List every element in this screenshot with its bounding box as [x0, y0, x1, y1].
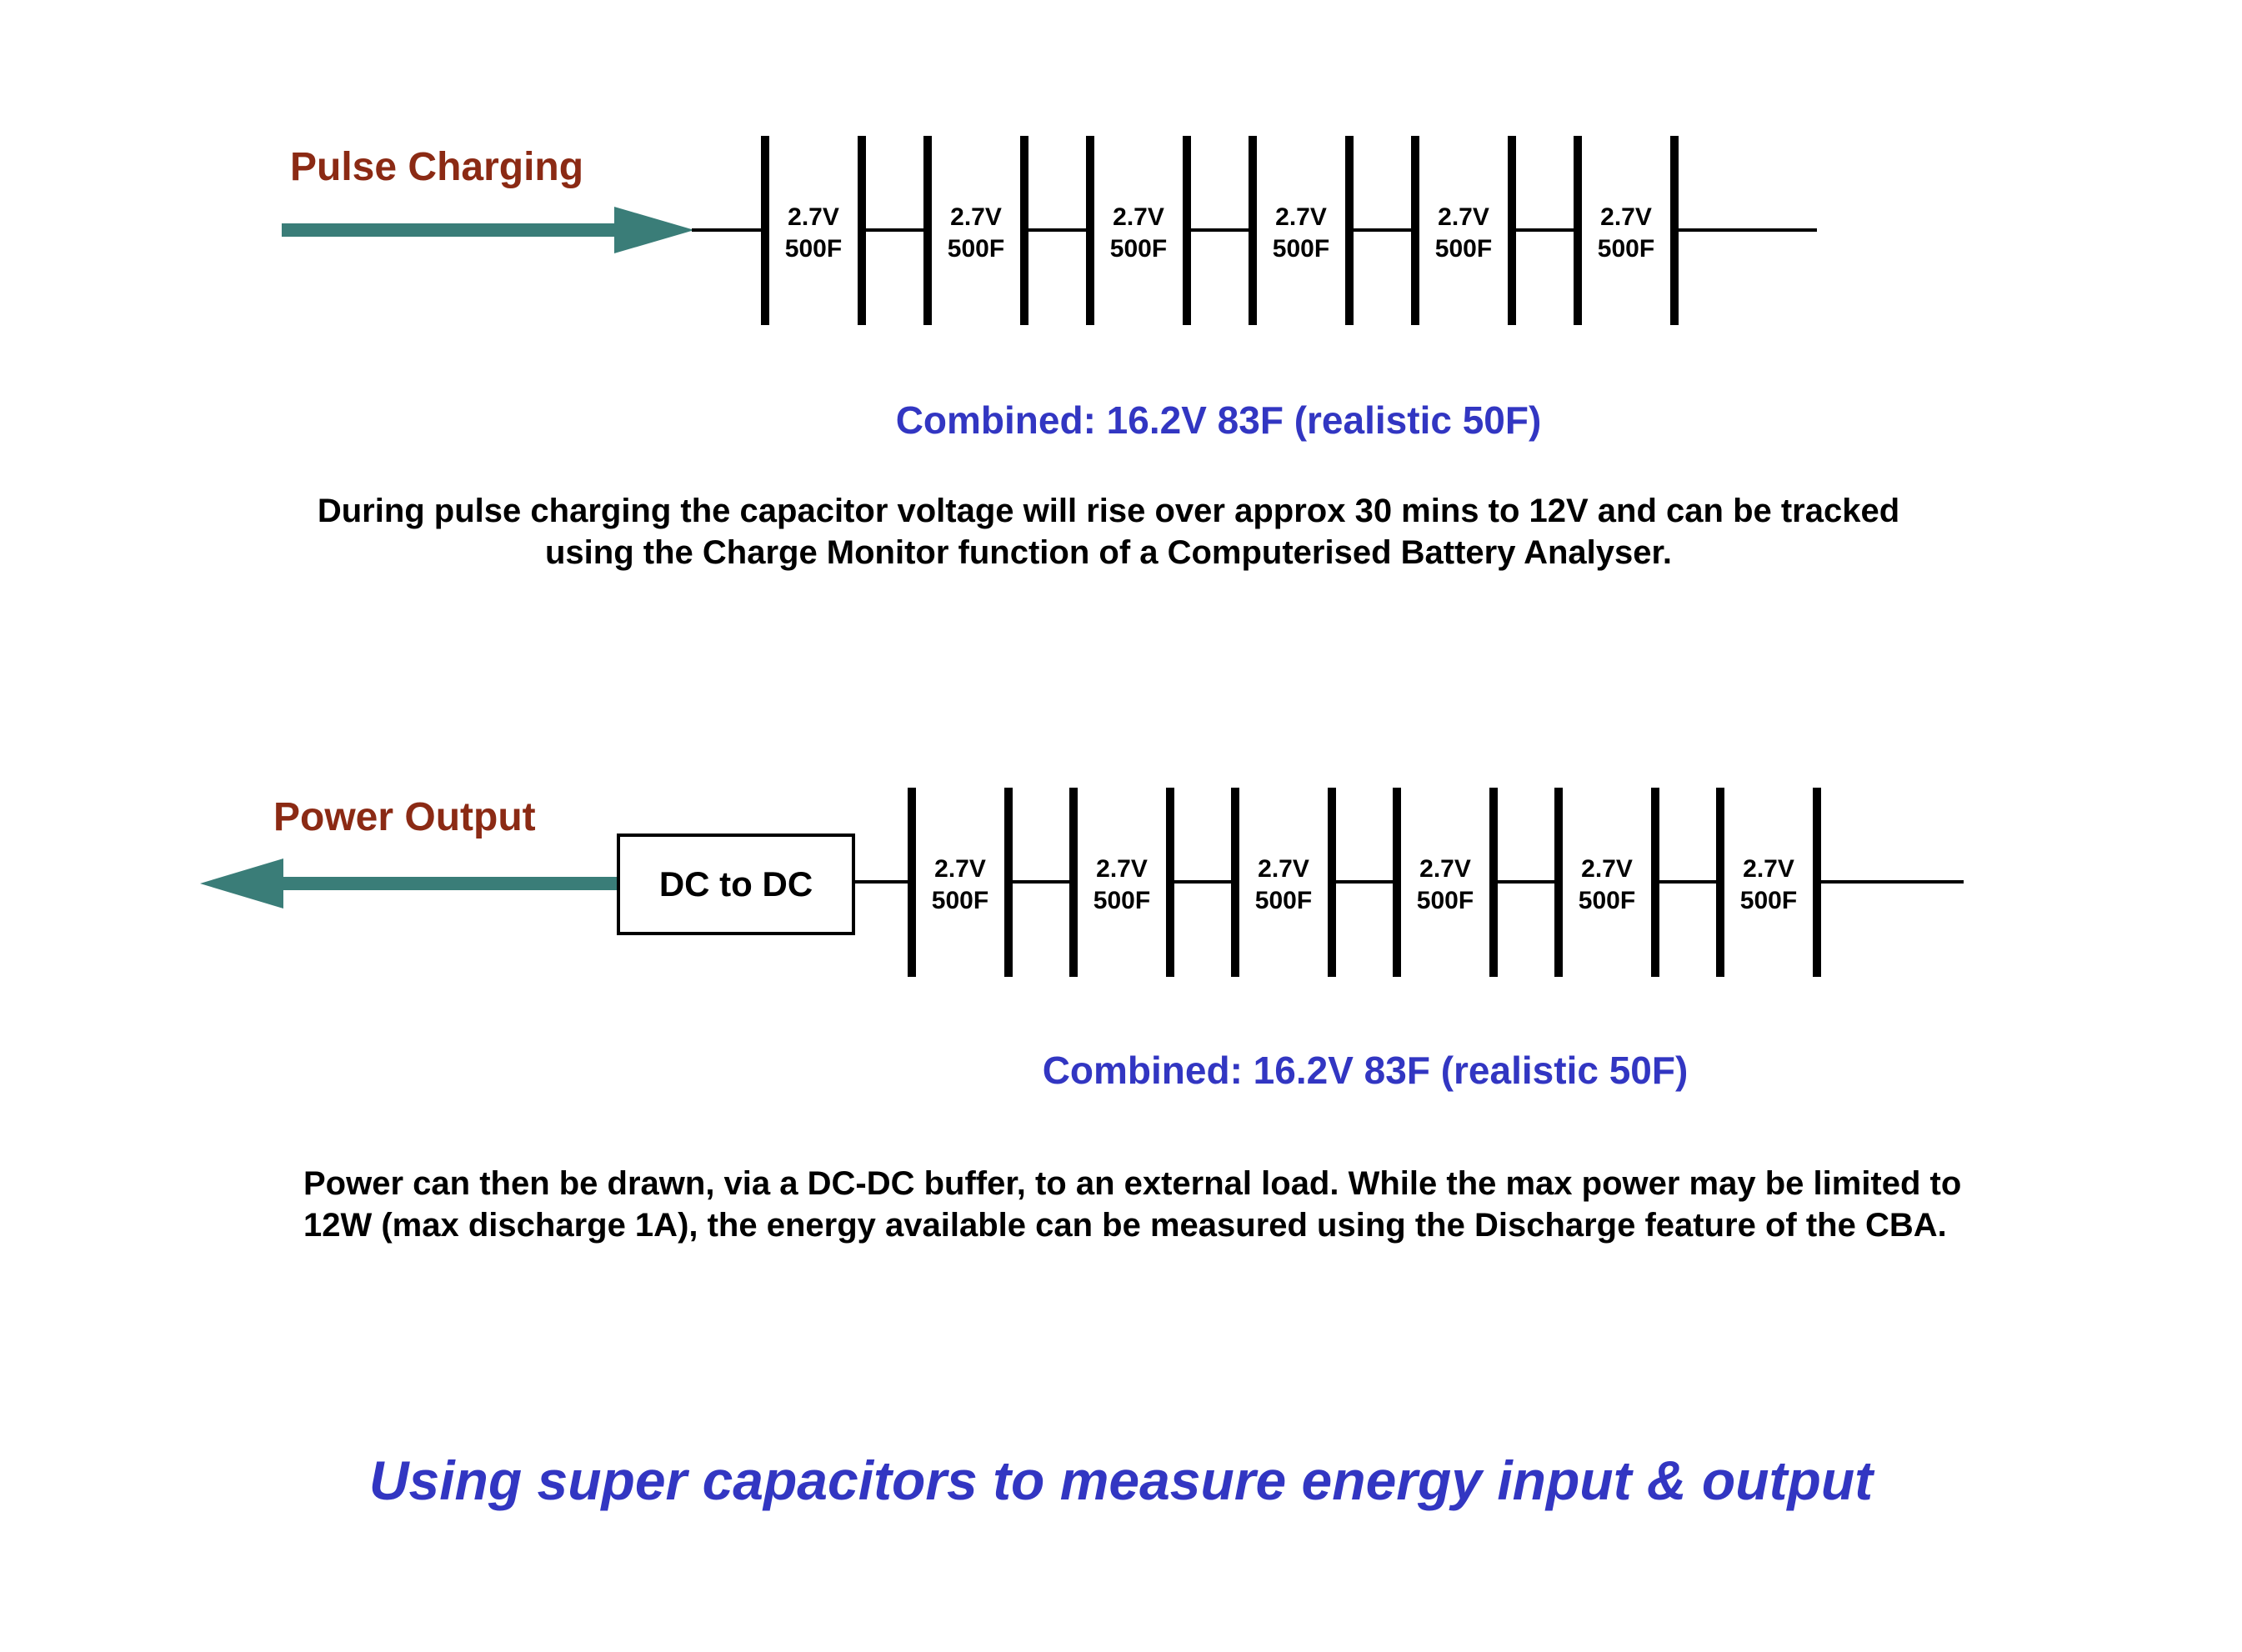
- capacitor-voltage: 2.7V: [1438, 203, 1489, 231]
- capacitor: 2.7V 500F: [1231, 788, 1336, 977]
- capacitor-capacitance: 500F: [1740, 887, 1797, 914]
- capacitor: 2.7V 500F: [761, 136, 866, 325]
- capacitor-voltage: 2.7V: [1258, 855, 1309, 883]
- charging-capacitor-bank: 2.7V 500F 2.7V 500F 2.7V 500F 2.7V 500F 2.7V 500F…: [692, 136, 1817, 325]
- capacitor-capacitance: 500F: [1435, 235, 1492, 263]
- capacitor-voltage: 2.7V: [788, 203, 839, 231]
- capacitor-capacitance: 500F: [785, 235, 842, 263]
- capacitor-capacitance: 500F: [948, 235, 1004, 263]
- output-combined-rating: Combined: 16.2V 83F (realistic 50F): [1043, 1049, 1689, 1092]
- dc-to-dc-label: DC to DC: [659, 864, 813, 904]
- capacitor-capacitance: 500F: [1110, 235, 1167, 263]
- output-arrow-left: [200, 859, 618, 909]
- capacitor-voltage: 2.7V: [934, 855, 986, 883]
- capacitor: 2.7V 500F: [1086, 136, 1191, 325]
- capacitor: 2.7V 500F: [1411, 136, 1516, 325]
- capacitor-capacitance: 500F: [1255, 887, 1312, 914]
- capacitor-voltage: 2.7V: [1113, 203, 1164, 231]
- capacitor-capacitance: 500F: [1273, 235, 1329, 263]
- capacitor: 2.7V 500F: [1554, 788, 1659, 977]
- capacitor: 2.7V 500F: [1393, 788, 1498, 977]
- capacitor-voltage: 2.7V: [1743, 855, 1794, 883]
- page-caption: Using super capacitors to measure energy…: [368, 1449, 1874, 1511]
- capacitor-voltage: 2.7V: [1419, 855, 1471, 883]
- capacitor-capacitance: 500F: [1417, 887, 1474, 914]
- charging-combined-rating: Combined: 16.2V 83F (realistic 50F): [896, 398, 1542, 442]
- capacitor: 2.7V 500F: [1249, 136, 1354, 325]
- capacitor: 2.7V 500F: [923, 136, 1028, 325]
- charging-arrow-right: [282, 207, 694, 253]
- capacitor-capacitance: 500F: [932, 887, 988, 914]
- pulse-charging-label: Pulse Charging: [290, 145, 583, 189]
- capacitor: 2.7V 500F: [908, 788, 1013, 977]
- capacitor: 2.7V 500F: [1716, 788, 1821, 977]
- capacitor-capacitance: 500F: [1093, 887, 1150, 914]
- power-output-label: Power Output: [273, 795, 536, 839]
- output-description: Power can then be drawn, via a DC-DC buf…: [303, 1165, 1962, 1244]
- capacitor-voltage: 2.7V: [1275, 203, 1327, 231]
- capacitor-capacitance: 500F: [1579, 887, 1635, 914]
- capacitor-voltage: 2.7V: [1581, 855, 1633, 883]
- capacitor-voltage: 2.7V: [1600, 203, 1652, 231]
- charging-description: During pulse charging the capacitor volt…: [317, 493, 1900, 571]
- dc-to-dc-converter: DC to DC: [617, 834, 855, 935]
- capacitor-voltage: 2.7V: [1096, 855, 1148, 883]
- capacitor: 2.7V 500F: [1574, 136, 1679, 325]
- capacitor: 2.7V 500F: [1069, 788, 1174, 977]
- capacitor-capacitance: 500F: [1598, 235, 1654, 263]
- output-capacitor-bank: 2.7V 500F 2.7V 500F 2.7V 500F 2.7V 500F 2.7V 500F…: [853, 788, 1964, 977]
- capacitor-voltage: 2.7V: [950, 203, 1002, 231]
